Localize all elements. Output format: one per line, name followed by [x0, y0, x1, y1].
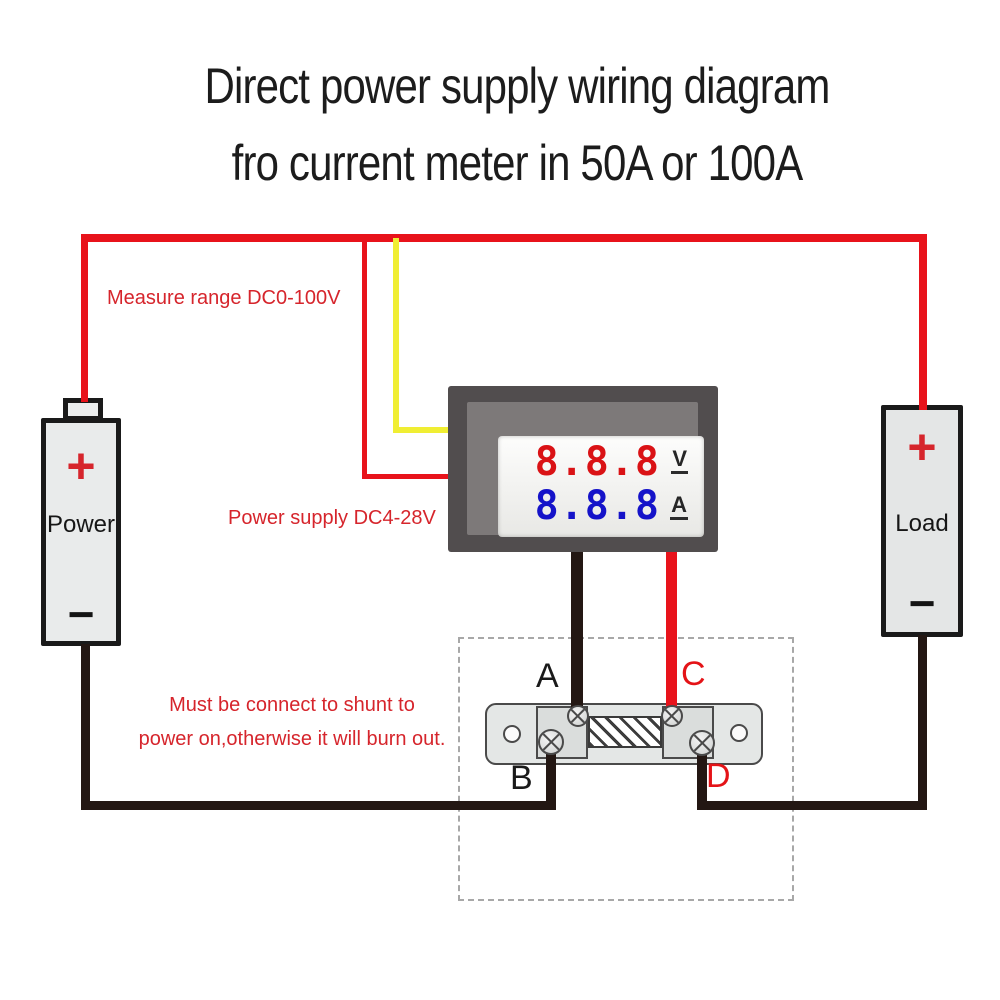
power-minus-symbol: − — [67, 588, 95, 640]
wire-power-positive-drop — [81, 234, 88, 402]
volt-unit-label: V — [671, 448, 688, 474]
warning-note-line2: power on,otherwise it will burn out. — [138, 728, 446, 750]
wire-supply-red-horizontal — [362, 474, 450, 479]
shunt-resistive-element — [588, 716, 662, 748]
terminal-label-b: B — [510, 759, 533, 797]
wire-meter-black-to-shunt-a — [571, 549, 583, 716]
wire-positive-rail — [81, 234, 927, 242]
wire-power-negative-drop — [81, 644, 90, 810]
power-plus-symbol: + — [66, 438, 96, 494]
shunt-boundary-box — [458, 637, 794, 901]
load-plus-symbol: + — [907, 419, 937, 475]
load-battery: + Load − — [881, 405, 963, 637]
wire-load-positive-drop — [919, 234, 927, 410]
diagram-title-line2: fro current meter in 50A or 100A — [231, 135, 804, 191]
shunt-mount-hole-left — [503, 725, 521, 743]
amp-reading: 8.8.8 — [534, 483, 660, 529]
wire-load-negative-drop — [918, 635, 927, 810]
load-minus-symbol: − — [908, 577, 936, 629]
diagram-title-line1: Direct power supply wiring diagram — [204, 58, 830, 114]
power-battery: + Power − — [41, 418, 121, 646]
shunt-mount-hole-right — [730, 724, 748, 742]
wire-sense-yellow-horizontal — [393, 427, 450, 433]
wire-meter-red-to-shunt-c — [666, 549, 677, 716]
wire-bottom-right-run — [697, 801, 927, 810]
load-label: Load — [895, 510, 949, 537]
power-label: Power — [46, 511, 116, 538]
terminal-label-d: D — [706, 757, 731, 795]
terminal-label-c: C — [681, 655, 706, 693]
power-supply-note: Power supply DC4-28V — [228, 507, 436, 529]
volt-reading: 8.8.8 — [534, 439, 660, 485]
shunt-screw-c — [661, 705, 683, 727]
terminal-label-a: A — [536, 657, 559, 695]
amp-unit-label: A — [670, 494, 688, 520]
warning-note-line1: Must be connect to shunt to — [169, 694, 415, 716]
meter-display: 8.8.8 V 8.8.8 A — [498, 436, 704, 537]
wire-shunt-d-drop — [697, 744, 707, 806]
shunt-screw-d — [689, 730, 715, 756]
panel-meter: 8.8.8 V 8.8.8 A — [448, 386, 718, 552]
measure-range-note: Measure range DC0-100V — [107, 287, 341, 309]
meter-bezel: 8.8.8 V 8.8.8 A — [467, 402, 704, 537]
shunt-screw-a — [567, 705, 589, 727]
shunt-screw-b — [538, 729, 564, 755]
wire-bottom-left-run — [81, 801, 556, 810]
wire-supply-red-vertical — [362, 238, 367, 479]
wire-shunt-b-drop — [546, 742, 556, 806]
wire-sense-yellow-vertical — [393, 238, 399, 433]
